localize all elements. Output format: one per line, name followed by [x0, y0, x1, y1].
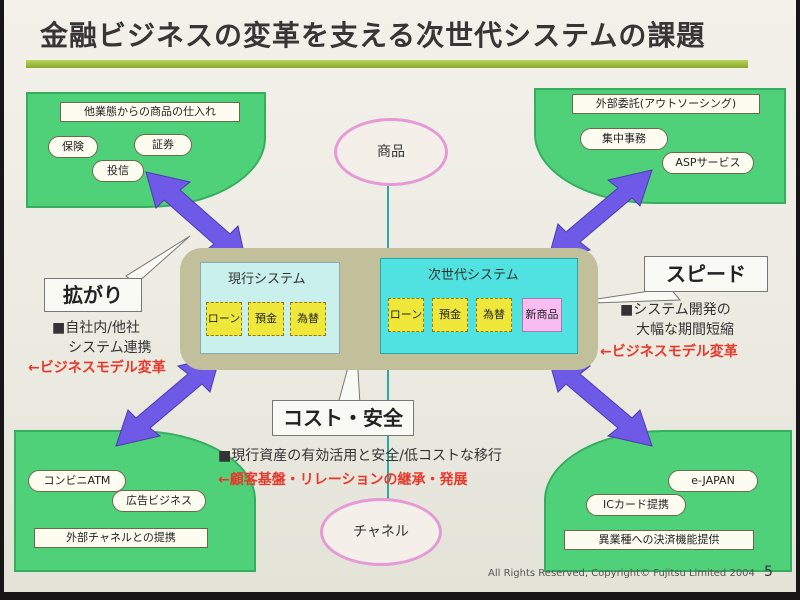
corner-tr-pill-1: 集中事務 [580, 128, 668, 150]
current-chip-exchange: 為替 [290, 302, 326, 336]
corner-tl-pill-1: 保険 [48, 136, 98, 158]
cost-safety-callout: コスト・安全 [272, 400, 414, 436]
current-chip-deposit: 預金 [248, 302, 284, 336]
title-underline [26, 60, 748, 68]
product-circle: 商品 [334, 118, 448, 186]
right-note-red: ←ビジネスモデル変革 [600, 344, 738, 360]
right-note-line2: 大幅な期間短縮 [636, 322, 734, 338]
corner-br-footer: 異業種への決済機能提供 [564, 530, 754, 550]
expand-callout: 拡がり [44, 278, 142, 312]
bottom-note-red: ←顧客基盤・リレーションの継承・発展 [218, 472, 468, 488]
corner-bl-footer: 外部チャネルとの提携 [34, 528, 208, 548]
next-chip-new-product: 新商品 [522, 298, 562, 332]
current-chip-loan: ローン [206, 302, 242, 336]
bottom-note-line: ■現行資産の有効活用と安全/低コストな移行 [218, 448, 502, 464]
copyright-footer: All Rights Reserved, Copyright© Fujitsu … [488, 568, 755, 579]
next-chip-exchange: 為替 [476, 298, 512, 332]
corner-bl-pill-2: 広告ビジネス [112, 490, 206, 512]
left-note-line2: システム連携 [68, 340, 152, 356]
current-system-label: 現行システム [228, 272, 306, 287]
next-chip-deposit: 預金 [432, 298, 468, 332]
speed-callout: スピード [644, 256, 768, 292]
left-note-line1: ■自社内/他社 [52, 320, 140, 336]
corner-tr-pill-2: ASPサービス [662, 152, 754, 174]
channel-circle: チャネル [320, 498, 442, 566]
next-chip-loan: ローン [388, 298, 424, 332]
corner-br-pill-1: e-JAPAN [668, 470, 758, 492]
left-note-red: ←ビジネスモデル変革 [28, 360, 166, 376]
page-title: 金融ビジネスの変革を支える次世代システムの課題 [40, 19, 706, 52]
corner-tr-header: 外部委託(アウトソーシング) [572, 94, 760, 114]
right-note-line1: ■システム開発の [620, 302, 731, 318]
arrow-top-right [547, 169, 653, 261]
corner-br-pill-2: ICカード提携 [586, 494, 686, 516]
corner-bl-pill-1: コンビニATM [28, 470, 126, 492]
slide: 金融ビジネスの変革を支える次世代システムの課題 他業態からの商品の仕入れ 保険 … [4, 0, 796, 592]
corner-tl-pill-2: 証券 [134, 134, 192, 156]
page-number: 5 [764, 564, 773, 580]
corner-tl-header: 他業態からの商品の仕入れ [60, 102, 240, 122]
next-system-label: 次世代システム [428, 268, 519, 283]
corner-tl-pill-3: 投信 [92, 160, 144, 182]
